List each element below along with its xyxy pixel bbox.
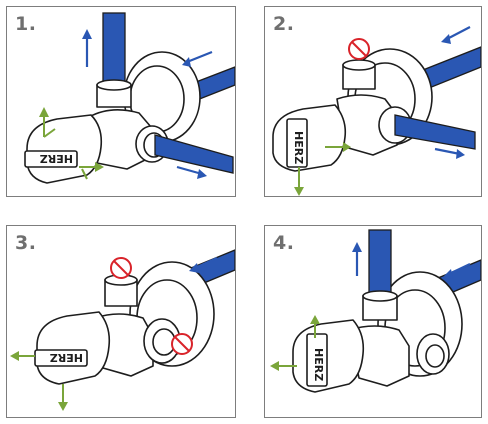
valve-illustration: HERZ: [10, 249, 235, 411]
step-number: 4.: [273, 232, 295, 254]
valve-body: [336, 94, 398, 156]
valve-knob: [26, 114, 103, 184]
outlet-pipe: [154, 134, 234, 174]
green-arrow-icon: [294, 142, 351, 196]
prohibited-icon: [348, 38, 370, 60]
prohibited-icon: [110, 257, 132, 279]
blue-arrow-icon: [352, 242, 471, 279]
outlet-pipe: [394, 114, 476, 150]
step-panel-2: HERZ 2.: [264, 6, 482, 197]
step-number: 3.: [15, 232, 37, 254]
valve-illustration: HERZ: [24, 12, 235, 184]
prohibited-icon: [171, 333, 193, 355]
brand-label: HERZ: [50, 351, 83, 364]
valve-illustration: HERZ: [270, 229, 481, 393]
brand-label: HERZ: [40, 152, 73, 165]
brand-label: HERZ: [292, 131, 305, 164]
valve-illustration: HERZ: [272, 26, 481, 196]
blue-arrow-icon: [82, 29, 213, 179]
step-number: 1.: [15, 13, 37, 35]
blue-arrow-icon: [189, 256, 218, 273]
step-number: 2.: [273, 13, 295, 35]
step-panel-3: HERZ 3.: [6, 225, 236, 418]
valve-knob: [292, 319, 365, 393]
green-arrow-icon: [270, 315, 320, 371]
blue-arrow-icon: [434, 26, 471, 159]
green-arrow-icon: [10, 351, 68, 411]
brand-label: HERZ: [312, 348, 325, 381]
step-panel-4: HERZ 4.: [264, 225, 482, 418]
valve-body: [88, 109, 152, 170]
valve-knob: [36, 311, 111, 385]
green-arrow-icon: [39, 107, 104, 180]
valve-knob: [272, 104, 347, 172]
step-panel-1: HERZ 1.: [6, 6, 236, 197]
valve-body: [94, 313, 154, 377]
